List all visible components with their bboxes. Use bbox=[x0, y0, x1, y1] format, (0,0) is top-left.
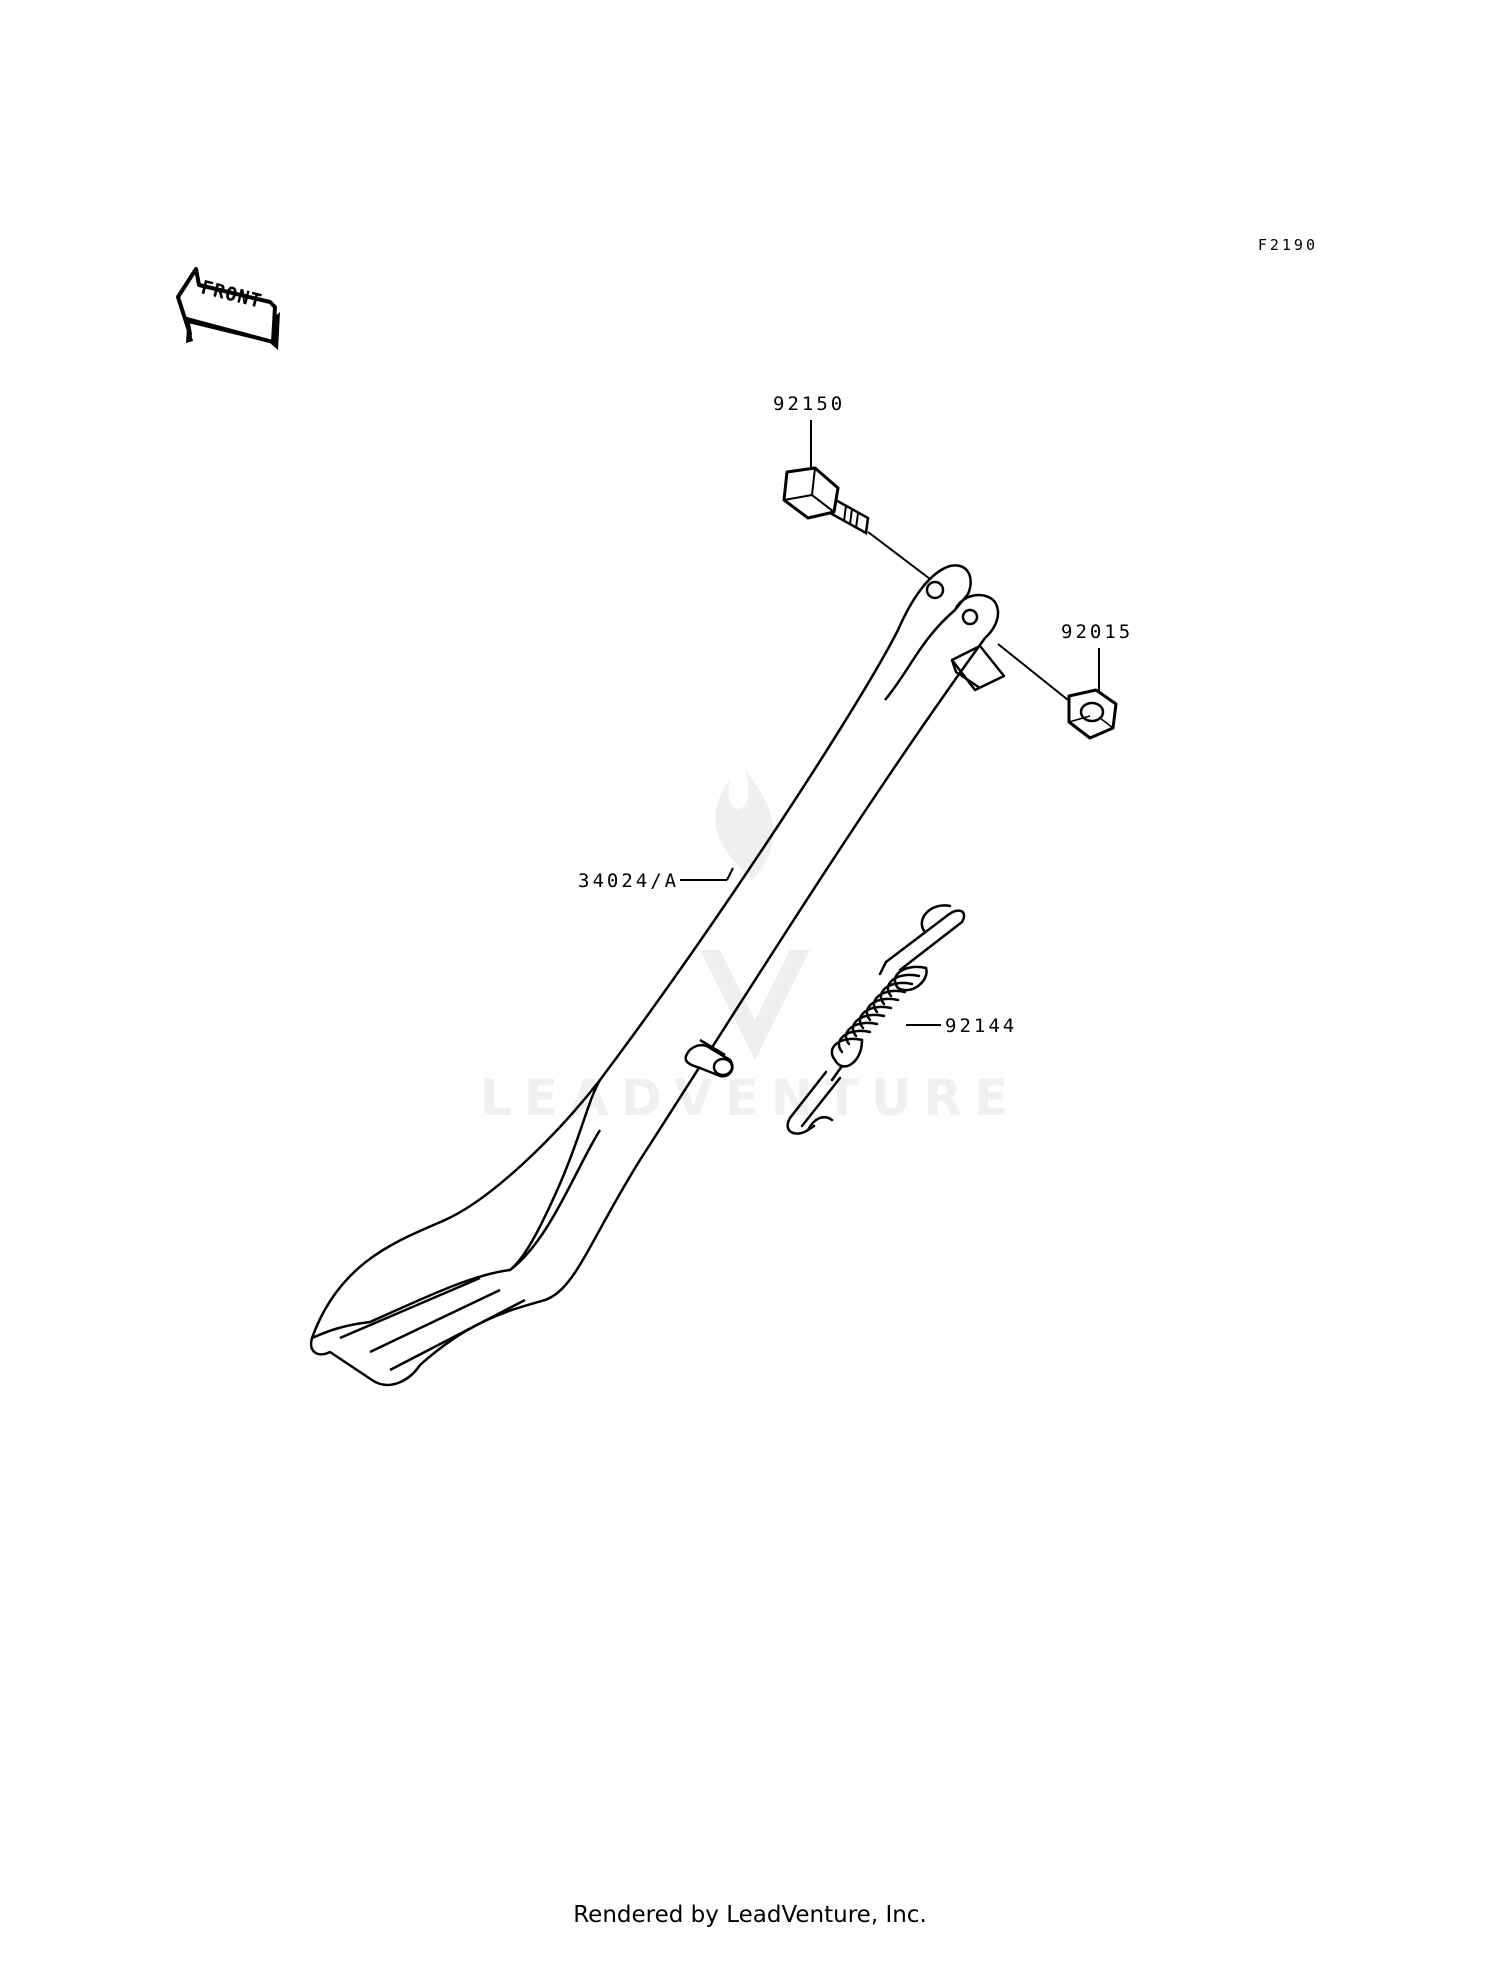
part-92015-nut: 92015 bbox=[997, 621, 1133, 740]
footer-rendered-by: Rendered by LeadVenture, Inc. bbox=[573, 1902, 927, 1928]
part-label-34024A: 34024/A bbox=[578, 870, 679, 892]
part-label-92144: 92144 bbox=[945, 1015, 1017, 1037]
part-label-92015: 92015 bbox=[1061, 621, 1133, 643]
front-arrow-icon: FRONT bbox=[176, 267, 280, 350]
watermark-text: LEADVENTURE bbox=[480, 1069, 1020, 1127]
spring-icon bbox=[786, 904, 966, 1135]
part-34024A-stand: 34024/A bbox=[309, 564, 1006, 1387]
watermark-flame-icon bbox=[715, 770, 774, 880]
part-92144-spring: 92144 bbox=[786, 904, 1017, 1135]
part-label-92150: 92150 bbox=[773, 393, 845, 415]
part-92150-bolt: 92150 bbox=[773, 393, 935, 583]
stand-icon bbox=[309, 564, 1006, 1387]
bolt-icon bbox=[782, 466, 870, 535]
nut-icon bbox=[1067, 688, 1118, 740]
watermark-v-icon bbox=[700, 950, 810, 1060]
diagram-code: F2190 bbox=[1258, 236, 1318, 254]
watermark: LEADVENTURE bbox=[480, 770, 1020, 1127]
